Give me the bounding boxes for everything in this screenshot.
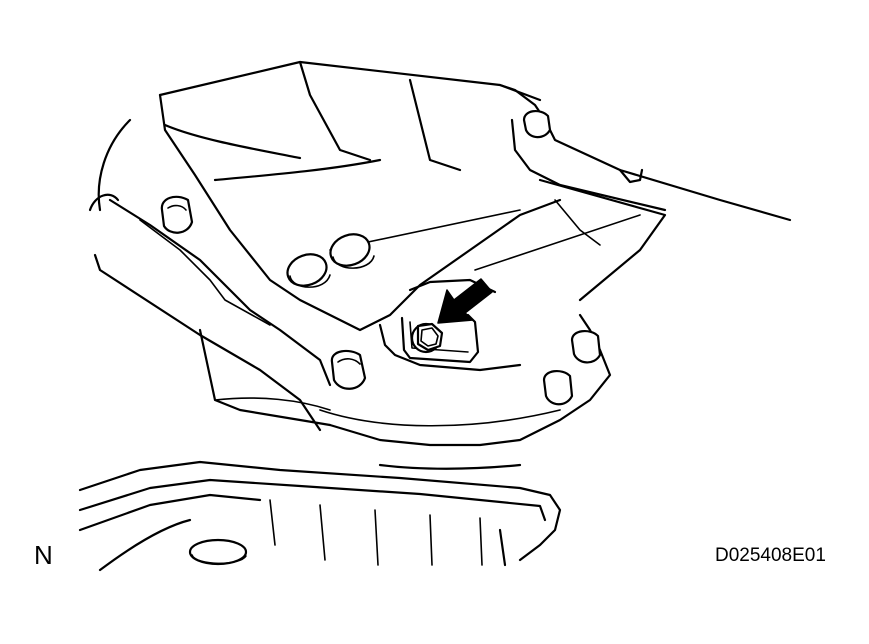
figure-code: D025408E01 bbox=[715, 545, 826, 566]
plug-recess bbox=[400, 313, 480, 364]
arrow-icon bbox=[437, 278, 493, 324]
bolt-right-upper bbox=[570, 330, 602, 364]
lower-case bbox=[319, 278, 612, 470]
right-bracket bbox=[474, 83, 792, 302]
bolt-upper-left bbox=[160, 195, 194, 234]
left-housing bbox=[88, 118, 332, 432]
boss-center bbox=[329, 233, 375, 269]
bolt-top-right bbox=[522, 110, 552, 139]
housing-bosses bbox=[286, 233, 375, 288]
plug-bolt bbox=[410, 322, 444, 354]
boss-left bbox=[286, 253, 331, 288]
orientation-mark: N bbox=[34, 540, 53, 570]
bolt-right-lower bbox=[542, 370, 574, 406]
oil-pan bbox=[78, 460, 562, 572]
upper-housing bbox=[158, 60, 562, 332]
bolt-center-left bbox=[330, 349, 367, 390]
housing-bolts bbox=[160, 110, 602, 406]
